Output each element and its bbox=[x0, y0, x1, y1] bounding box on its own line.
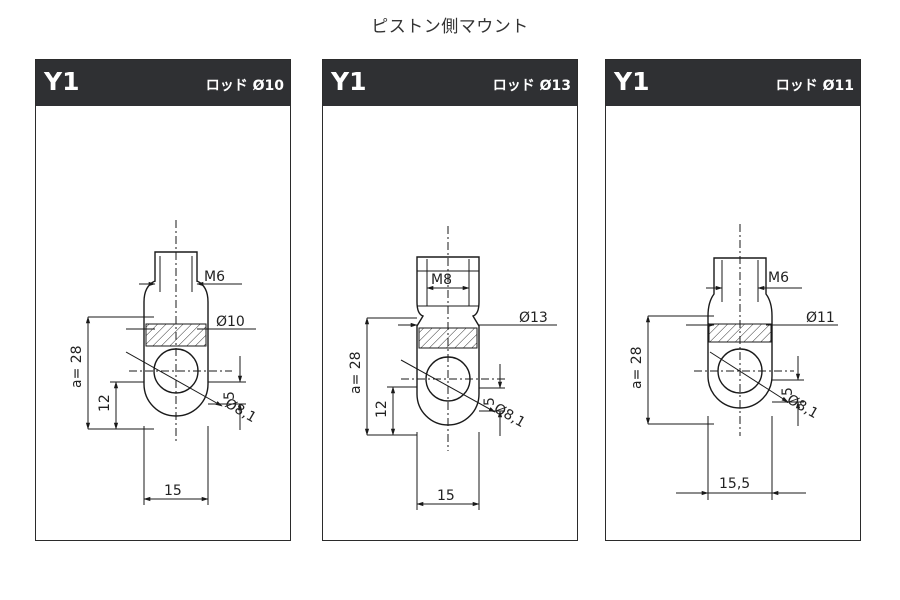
rod-diameter-label: Ø13 bbox=[519, 310, 548, 326]
eye-diameter-label: Ø8,1 bbox=[784, 392, 821, 423]
card-rod-label: ロッド Ø13 bbox=[492, 78, 571, 94]
width-label: 15 bbox=[164, 483, 182, 499]
mount-card-2: Y1 ロッド Ø13 bbox=[322, 59, 578, 541]
length-label: a= 28 bbox=[348, 351, 364, 394]
rod-diameter-label: Ø10 bbox=[216, 314, 245, 330]
card-code: Y1 bbox=[331, 67, 367, 96]
width-label: 15,5 bbox=[719, 476, 750, 492]
center-height-label: 12 bbox=[374, 400, 390, 418]
hatch-height-label: 5 bbox=[780, 387, 796, 396]
hatch-height-label: 5 bbox=[482, 397, 498, 406]
mount-outline bbox=[416, 256, 480, 426]
hatch-height-label: 5 bbox=[222, 391, 238, 400]
thread-label: M8 bbox=[431, 272, 452, 288]
mount-outline bbox=[707, 257, 773, 409]
mount-drawing: M8 Ø13 a= 28 12 5 Ø8,1 15 bbox=[348, 226, 557, 510]
length-label: a= 28 bbox=[629, 346, 645, 389]
center-height-label: 12 bbox=[97, 394, 113, 412]
length-label: a= 28 bbox=[69, 345, 85, 388]
card-code: Y1 bbox=[44, 67, 80, 96]
rod-diameter-label: Ø11 bbox=[806, 310, 835, 326]
card-header: Y1 ロッド Ø13 bbox=[323, 60, 577, 106]
card-rod-label: ロッド Ø10 bbox=[205, 78, 284, 94]
thread-label: M6 bbox=[768, 270, 789, 286]
card-header: Y1 ロッド Ø11 bbox=[606, 60, 860, 106]
mount-drawing: M6 Ø10 a= 28 12 5 Ø8,1 15 bbox=[69, 220, 259, 505]
mount-card-1: Y1 ロッド Ø10 bbox=[35, 59, 291, 541]
width-label: 15 bbox=[437, 488, 455, 504]
card-header: Y1 ロッド Ø10 bbox=[36, 60, 290, 106]
card-code: Y1 bbox=[614, 67, 650, 96]
thread-label: M6 bbox=[204, 269, 225, 285]
mount-card-3: Y1 ロッド Ø11 bbox=[605, 59, 861, 541]
mount-outline bbox=[143, 251, 209, 417]
card-rod-label: ロッド Ø11 bbox=[775, 78, 854, 94]
mount-drawing: M6 Ø11 a= 28 5 Ø8,1 15,5 bbox=[629, 224, 838, 500]
page-title: ピストン側マウント bbox=[371, 17, 529, 37]
eye-diameter-label: Ø8,1 bbox=[491, 401, 528, 432]
